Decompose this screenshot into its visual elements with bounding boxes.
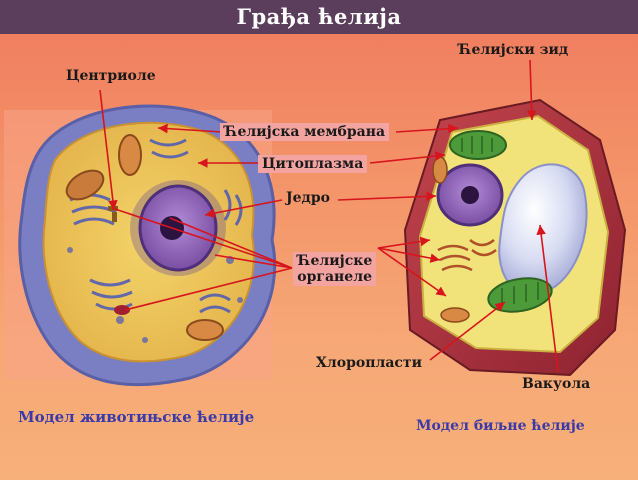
plant-chloroplast — [449, 130, 507, 160]
pointer-lines — [99, 59, 559, 373]
caption-animal-cell: Модел животињске ћелије — [18, 408, 255, 426]
label-centrioles: Центриоле — [66, 68, 156, 84]
title-bar — [0, 0, 638, 34]
label-cell-membrane: Ћелијска мембрана — [220, 123, 390, 141]
label-organelles: Ћелијске органеле — [293, 252, 377, 286]
animal-lysosome — [114, 305, 130, 315]
label-organelles-line2: органеле — [297, 269, 372, 285]
animal-mitochondrion — [118, 134, 142, 176]
plant-golgi — [437, 239, 497, 272]
plant-mitochondrion — [432, 156, 448, 184]
label-vacuole: Вакуола — [522, 376, 591, 392]
animal-er — [69, 138, 243, 314]
label-cell-wall: Ћелијски зид — [458, 42, 569, 58]
label-organelles-line1: Ћелијске — [297, 253, 373, 269]
slide-title: Грађа ћелија — [236, 4, 402, 29]
label-nucleus: Једро — [286, 190, 330, 206]
label-cytoplasm: Цитоплазма — [258, 155, 368, 173]
caption-plant-cell: Модел биљне ћелије — [416, 418, 585, 434]
plant-mitochondrion — [440, 307, 470, 323]
plant-chloroplast-thylakoids — [501, 282, 539, 304]
animal-mitochondrion — [186, 319, 224, 341]
label-chloroplasts: Хлоропласти — [316, 355, 422, 371]
plant-nucleolus — [461, 186, 479, 204]
animal-mitochondrion — [65, 169, 105, 201]
plant-chloroplast-thylakoids — [461, 136, 493, 154]
